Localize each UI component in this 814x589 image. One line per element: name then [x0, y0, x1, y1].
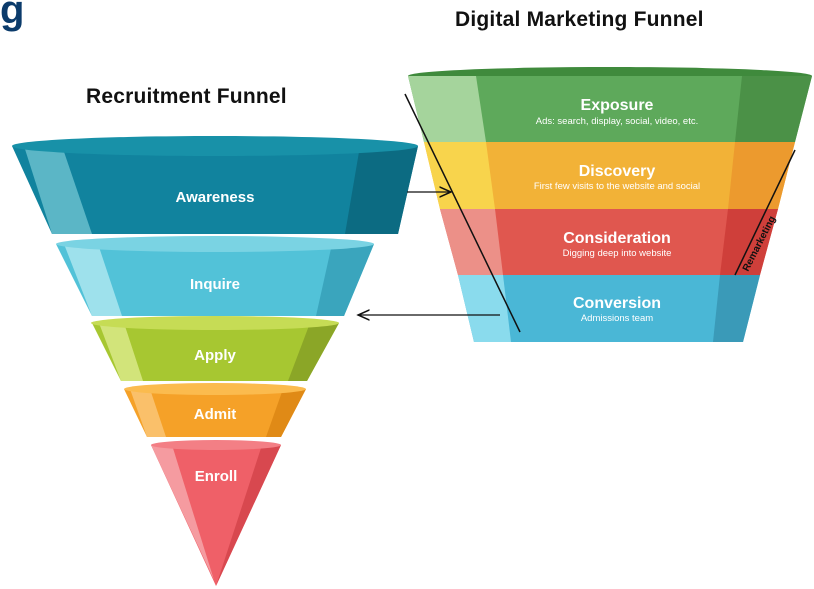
digital-stage-description: Admissions team	[581, 313, 653, 324]
remarketing-bracket	[734, 149, 796, 276]
digital-stage-label: Conversion	[573, 295, 661, 312]
recruit-stage-label: Enroll	[195, 468, 238, 485]
recruit-stage-enroll: Enroll	[151, 440, 281, 586]
digital-stage-description: Digging deep into website	[563, 248, 672, 259]
corner-title-fragment: g	[0, 0, 25, 32]
recruitment-funnel-title: Recruitment Funnel	[86, 85, 287, 108]
digital-stage-label: Exposure	[581, 97, 654, 114]
digital-stage-label: Consideration	[563, 230, 671, 247]
recruitment-funnel: Awareness Inquire Apply Admit	[12, 136, 418, 586]
recruit-stage-inquire: Inquire	[56, 236, 374, 316]
recruit-stage-label: Inquire	[190, 276, 240, 293]
recruit-stage-apply: Apply	[91, 316, 339, 381]
recruit-stage-awareness: Awareness	[12, 136, 418, 234]
digital-funnel-title: Digital Marketing Funnel	[455, 8, 704, 31]
recruit-stage-label: Awareness	[176, 189, 255, 206]
digital-stage-label: Discovery	[579, 163, 656, 180]
digital-stage-discovery: Discovery First few visits to the websit…	[424, 142, 795, 209]
recruit-stage-label: Apply	[194, 347, 236, 364]
digital-stage-conversion: Conversion Admissions team	[458, 275, 760, 342]
digital-stage-description: First few visits to the website and soci…	[534, 181, 700, 192]
digital-funnel: Exposure Ads: search, display, social, v…	[404, 67, 812, 342]
digital-stage-description: Ads: search, display, social, video, etc…	[536, 116, 698, 127]
recruit-stage-label: Admit	[194, 406, 237, 423]
digital-stage-exposure: Exposure Ads: search, display, social, v…	[408, 76, 812, 142]
digital-stage-consideration: Consideration Digging deep into website	[440, 209, 778, 275]
digital-funnel-left-edge	[404, 93, 521, 333]
recruit-stage-admit: Admit	[124, 383, 306, 437]
